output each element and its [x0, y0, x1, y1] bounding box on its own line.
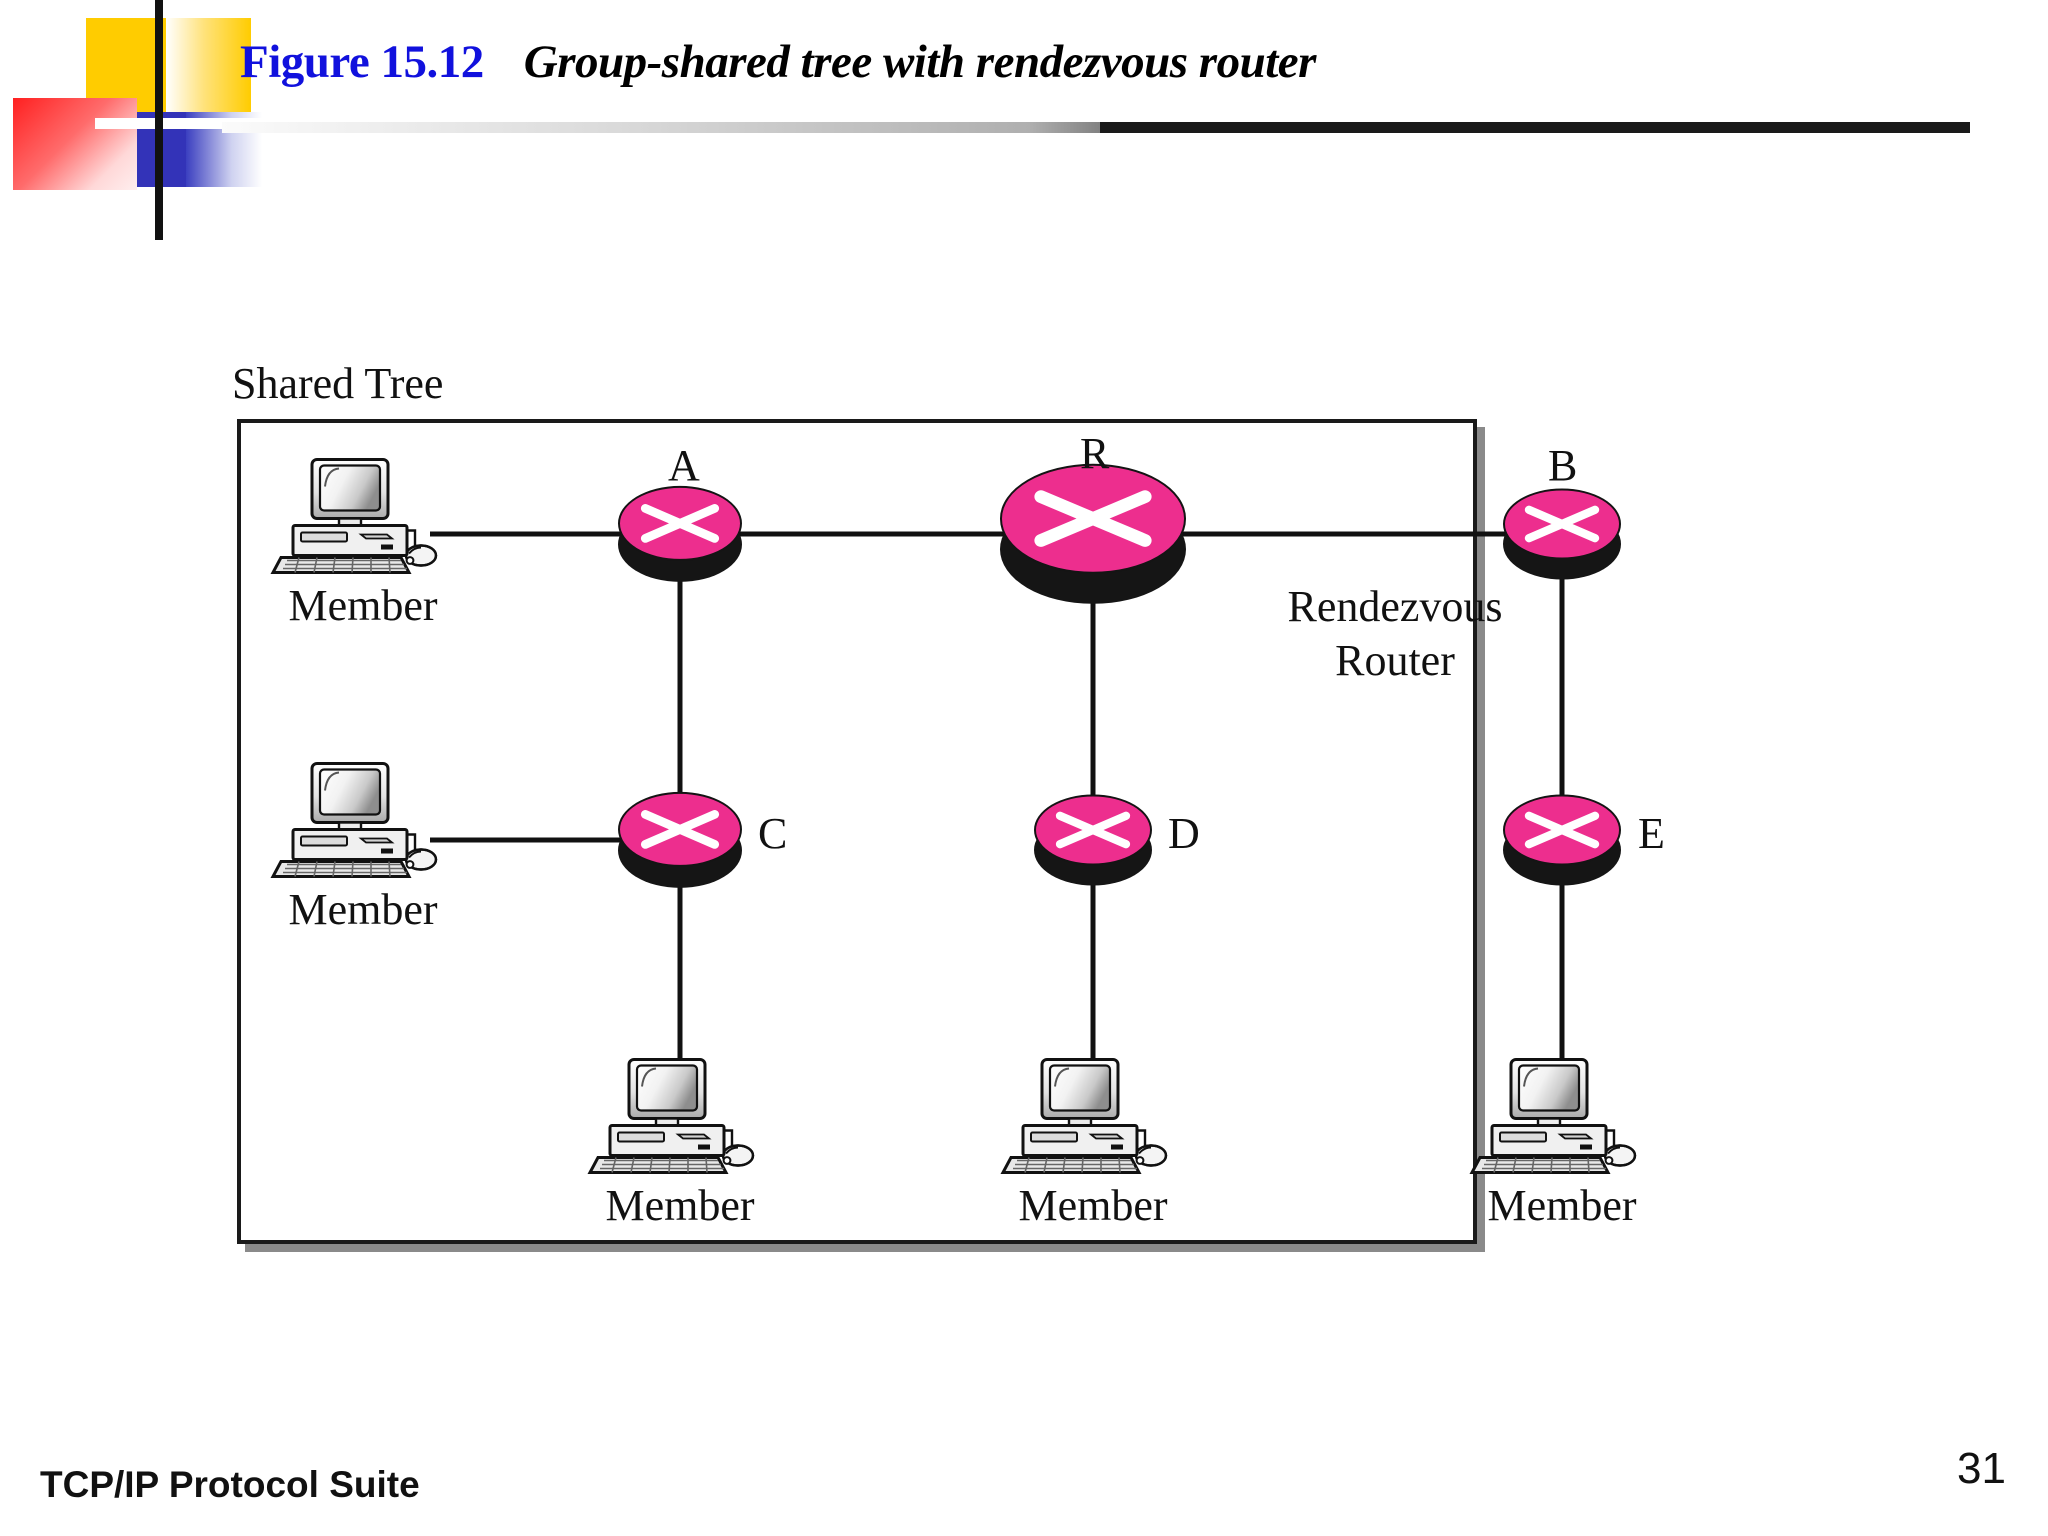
computer-icon — [270, 458, 438, 574]
router-node-R[interactable] — [1000, 463, 1186, 605]
member-label-member-top-left: Member — [288, 581, 438, 630]
computer-icon — [587, 1058, 755, 1174]
figure-number-label: Figure 15.12 — [240, 36, 484, 88]
router-node-E[interactable] — [1503, 794, 1621, 886]
router-node-A[interactable] — [618, 485, 742, 583]
computer-icon — [270, 762, 438, 878]
router-top-A — [618, 485, 742, 561]
router-cross-icon-B — [1524, 505, 1600, 543]
computer-node-member-top-left[interactable] — [269, 457, 457, 580]
router-label-E: E — [1638, 809, 1665, 858]
router-body-E — [1503, 794, 1621, 886]
footer-page-number: 31 — [1957, 1444, 2006, 1493]
member-label-member-mid-left: Member — [288, 885, 438, 934]
computer-icon — [1469, 1058, 1637, 1174]
router-label-R: R — [1080, 429, 1110, 478]
router-cross-icon-R — [1034, 490, 1152, 547]
header-rule-dark — [1100, 122, 1970, 133]
logo-red-gradient-block — [13, 98, 137, 190]
rendezvous-router-label: Rendezvous Router — [1265, 580, 1525, 687]
rendezvous-label-line1: Rendezvous — [1287, 582, 1503, 631]
member-label-member-bottom-c: Member — [605, 1181, 755, 1230]
router-label-C: C — [758, 809, 788, 858]
page-title: Figure 15.12 Group-shared tree with rende… — [240, 26, 1316, 98]
figure-caption-label: Group-shared tree with rendezvous router — [523, 36, 1317, 88]
logo-yellow-gradient-block — [166, 18, 251, 118]
computer-node-member-bottom-c[interactable] — [586, 1057, 774, 1180]
router-body-A — [618, 485, 742, 583]
router-label-D: D — [1168, 809, 1200, 858]
computer-node-member-bottom-d[interactable] — [999, 1057, 1187, 1180]
router-body-B — [1503, 488, 1621, 580]
logo-white-bar — [95, 118, 295, 129]
footer-suite-label: TCP/IP Protocol Suite — [40, 1464, 420, 1505]
header-rule-gradient — [222, 122, 1232, 133]
computer-icon — [1000, 1058, 1168, 1174]
member-label-member-bottom-e: Member — [1487, 1181, 1637, 1230]
router-body-D — [1034, 794, 1152, 886]
rendezvous-label-line2: Router — [1335, 635, 1455, 685]
router-body-R — [1000, 463, 1186, 605]
diagram-border-box — [237, 419, 1477, 1244]
router-cross-icon-D — [1055, 811, 1131, 849]
router-node-B[interactable] — [1503, 488, 1621, 580]
computer-node-member-bottom-e[interactable] — [1468, 1057, 1656, 1180]
member-label-member-bottom-d: Member — [1018, 1181, 1168, 1230]
logo-vertical-black-bar — [155, 0, 163, 240]
router-cross-icon-A — [640, 504, 720, 543]
router-label-B: B — [1548, 441, 1578, 490]
router-body-C — [618, 791, 742, 889]
router-node-D[interactable] — [1034, 794, 1152, 886]
router-cross-icon-E — [1524, 811, 1600, 849]
router-label-A: A — [668, 441, 700, 490]
router-node-C[interactable] — [618, 791, 742, 889]
computer-node-member-mid-left[interactable] — [269, 761, 457, 884]
router-cross-icon-C — [640, 810, 720, 849]
shared-tree-label: Shared Tree — [232, 359, 444, 408]
